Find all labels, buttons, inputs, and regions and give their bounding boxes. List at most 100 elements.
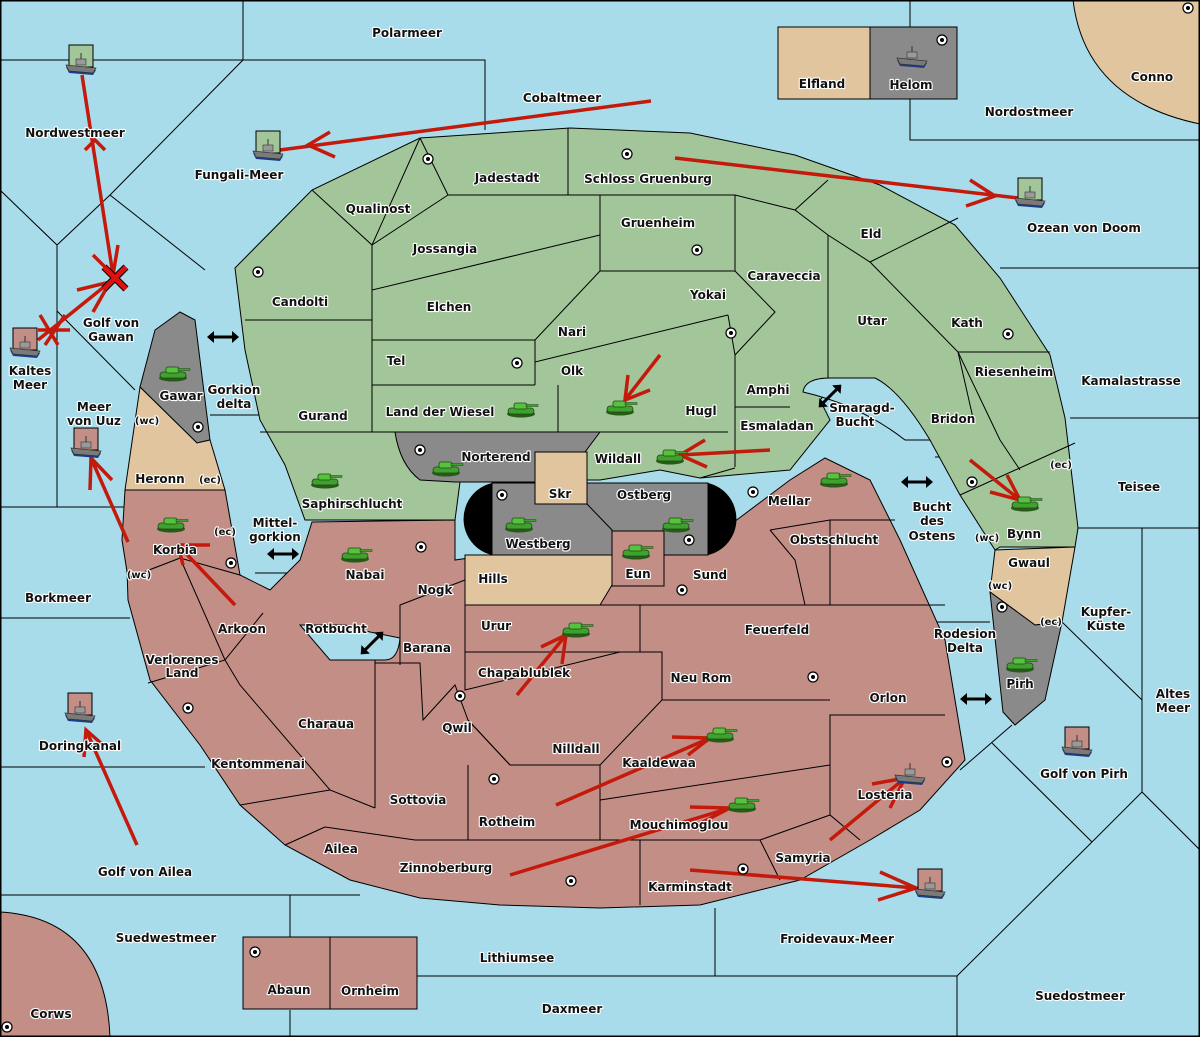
order-move-zinnoberburg-mouchimoglou [509,806,731,877]
province-label: Utar [857,314,887,328]
province-label: Pirh [1006,677,1033,691]
sea-label: Lithiumsee [480,951,555,965]
sea-label: Smaragd- [829,401,894,415]
province-label: Charaua [298,717,354,731]
province-conno[interactable] [1072,0,1200,125]
province-label: Feuerfeld [745,623,810,637]
province-corws[interactable] [0,911,111,1037]
order-move-bridon-bynn [968,458,1022,502]
coast-label-east: (ec) [214,527,236,538]
province-label: Sottovia [390,793,447,807]
province-ornheim[interactable] [329,936,418,1010]
sea-label: Meer [77,400,111,414]
sea-label: Bucht [912,500,951,514]
sea-label: Rotbucht [305,622,367,636]
coast-label-west: (wc) [975,533,999,544]
province-label: Candolti [272,295,328,309]
sea-label: Kupfer- [1081,605,1131,619]
sea-label: Bucht [835,415,874,429]
province-label: Neu Rom [671,671,732,685]
province-label: Ailea [324,842,358,856]
coast-label-west: (wc) [135,416,159,427]
province-label: Saphirschlucht [302,497,403,511]
province-label: Orlon [869,691,906,705]
coast-label-east: (ec) [1050,460,1072,471]
province-label: Schloss Gruenburg [584,172,712,186]
red-province-borders [127,519,945,905]
province-label: Elchen [427,300,472,314]
province-skr[interactable] [534,451,588,505]
province-label: Nari [558,325,586,339]
sea-label: Nordostmeer [985,105,1074,119]
province-label: Bynn [1007,527,1041,541]
province-label: Qualinost [346,202,411,216]
province-label: Zinnoberburg [400,861,492,875]
order-move-schloss-ozean [674,156,1019,200]
cut-support-star-icon [38,314,70,346]
province-label: Heronn [135,472,184,486]
province-label: Gawar [159,389,202,403]
smaragd-bucht[interactable] [802,377,931,441]
province-label: Kentommenai [211,757,305,771]
province-label: Arkoon [218,622,266,636]
province-label: Verlorenes [146,653,219,667]
province-elfland[interactable] [777,26,871,100]
sea-label: Golf von Ailea [98,865,192,879]
province-label: Olk [561,364,584,378]
order-move-korbia-uuz [89,457,130,543]
sea-labels: Polarmeer Cobaltmeer Nordwestmeer Fungal… [8,25,1192,1017]
sea-label: Kaltes [9,364,52,378]
sea-label: delta [217,397,252,411]
sea-label: Cobaltmeer [523,91,601,105]
province-label: Skr [549,487,572,501]
order-move-cobalt-fungali [279,99,652,152]
sea-label: Golf von Pirh [1040,767,1128,781]
sea-label: Suedostmeer [1035,989,1125,1003]
sea-label: Mittel- [253,516,298,530]
fleet-markers [9,44,1093,900]
province-label: Losteria [857,788,912,802]
province-label: Urur [481,619,511,633]
province-label: Eld [861,227,882,241]
province-label: Conno [1131,70,1173,84]
sea-label: gorkion [249,530,301,544]
province-label: Bridon [931,412,976,426]
province-label: Gurand [298,409,348,423]
sea-label: Suedwestmeer [116,931,217,945]
province-label: Jadestadt [474,171,540,185]
sea-label: Nordwestmeer [25,126,125,140]
province-label: Nogk [418,583,454,597]
province-label: Caraveccia [747,269,820,283]
coast-label-west: (wc) [127,570,151,581]
province-label: Tel [387,354,406,368]
order-move-rotheim-kaaldewaa [555,736,711,807]
province-label: Jossangia [412,242,477,256]
sea-label: Meer [13,378,47,392]
sea-label: Küste [1087,619,1126,633]
province-label: Kath [951,316,983,330]
sea-label: Gawan [88,330,134,344]
province-heronn[interactable] [124,385,226,491]
province-label: Nabai [346,568,385,582]
province-label: Gwaul [1008,556,1050,570]
province-label: Korbia [153,543,197,557]
province-label: Rotheim [479,815,536,829]
province-label: Obstschlucht [790,533,879,547]
red-power-territory [124,457,966,909]
province-label: Hills [478,572,508,586]
sea-label: Doringkanal [39,739,121,753]
province-label: Barana [403,641,451,655]
province-label: Westberg [505,537,570,551]
province-label: Sund [693,568,727,582]
province-label: Helom [889,78,932,92]
coast-label-east: (ec) [199,475,221,486]
sea-label: Meer [1156,701,1190,715]
coast-labels: (wc) (ec) (ec) (wc) (ec) (wc) (wc) (ec) [126,415,1073,629]
province-label: Mellar [768,494,810,508]
province-label: Mouchimoglou [630,818,729,832]
province-label: Yokai [689,288,726,302]
province-label: Chapablublek [478,666,571,680]
coast-label-east: (ec) [1040,617,1062,628]
rotbucht-bay[interactable] [298,624,401,661]
